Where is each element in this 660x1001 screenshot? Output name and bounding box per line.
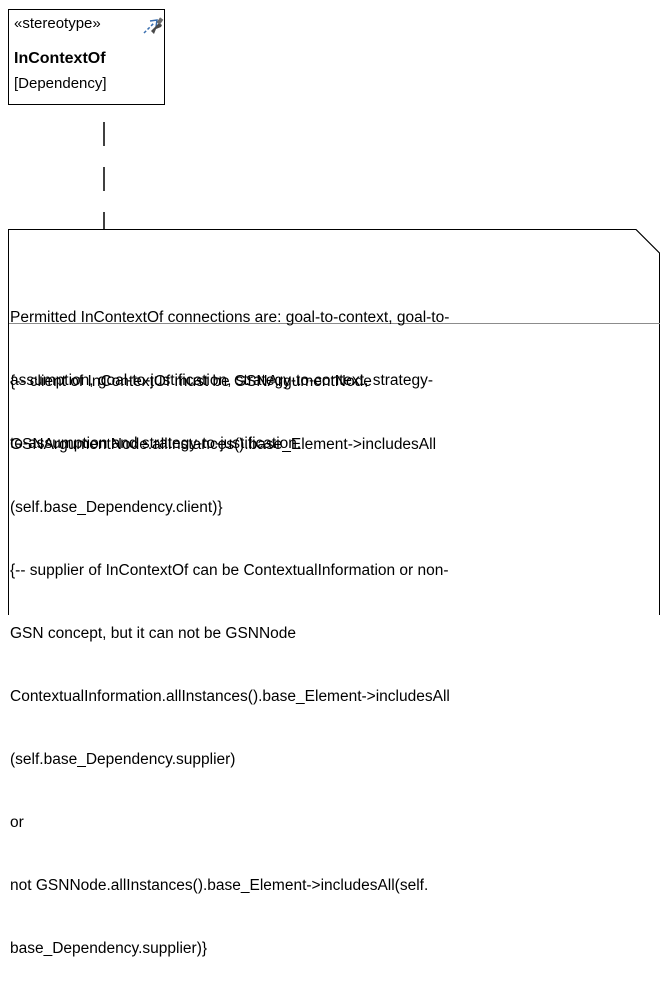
note-constraint: {-- client of InContextOf must be GSNArg… <box>10 329 656 1001</box>
stereotype-icon <box>142 14 164 36</box>
stereotype-metaclass: [Dependency] <box>14 75 107 92</box>
stereotype-name: InContextOf <box>14 50 106 67</box>
constraint-note[interactable]: Permitted InContextOf connections are: g… <box>8 229 660 957</box>
constraint-line: {-- client of InContextOf must be GSNArg… <box>10 373 372 390</box>
constraint-line: (self.base_Dependency.supplier) <box>10 751 236 768</box>
note-description: Permitted InContextOf connections are: g… <box>10 265 656 496</box>
constraint-line: {-- supplier of InContextOf can be Conte… <box>10 562 449 579</box>
constraint-line: not GSNNode.allInstances().base_Element-… <box>10 877 429 894</box>
note-description-line: Permitted InContextOf connections are: g… <box>10 309 450 326</box>
note-description-line: to-assumption and strategy-to-justificat… <box>10 435 302 452</box>
constraint-line: (self.base_Dependency.client)} <box>10 499 223 516</box>
constraint-line: GSN concept, but it can not be GSNNode <box>10 625 297 642</box>
constraint-line: GSNArgumentNode.allInstances().base_Elem… <box>10 436 437 453</box>
note-description-line: assumption, goal-to-justification, strat… <box>10 372 433 389</box>
stereotype-keyword: «stereotype» <box>14 15 101 32</box>
constraint-line: ContextualInformation.allInstances().bas… <box>10 688 450 705</box>
constraint-line: base_Dependency.supplier)} <box>10 940 208 957</box>
constraint-line: or <box>10 814 24 831</box>
stereotype-box[interactable]: «stereotype» InContextOf [Dependency] <box>8 9 165 105</box>
